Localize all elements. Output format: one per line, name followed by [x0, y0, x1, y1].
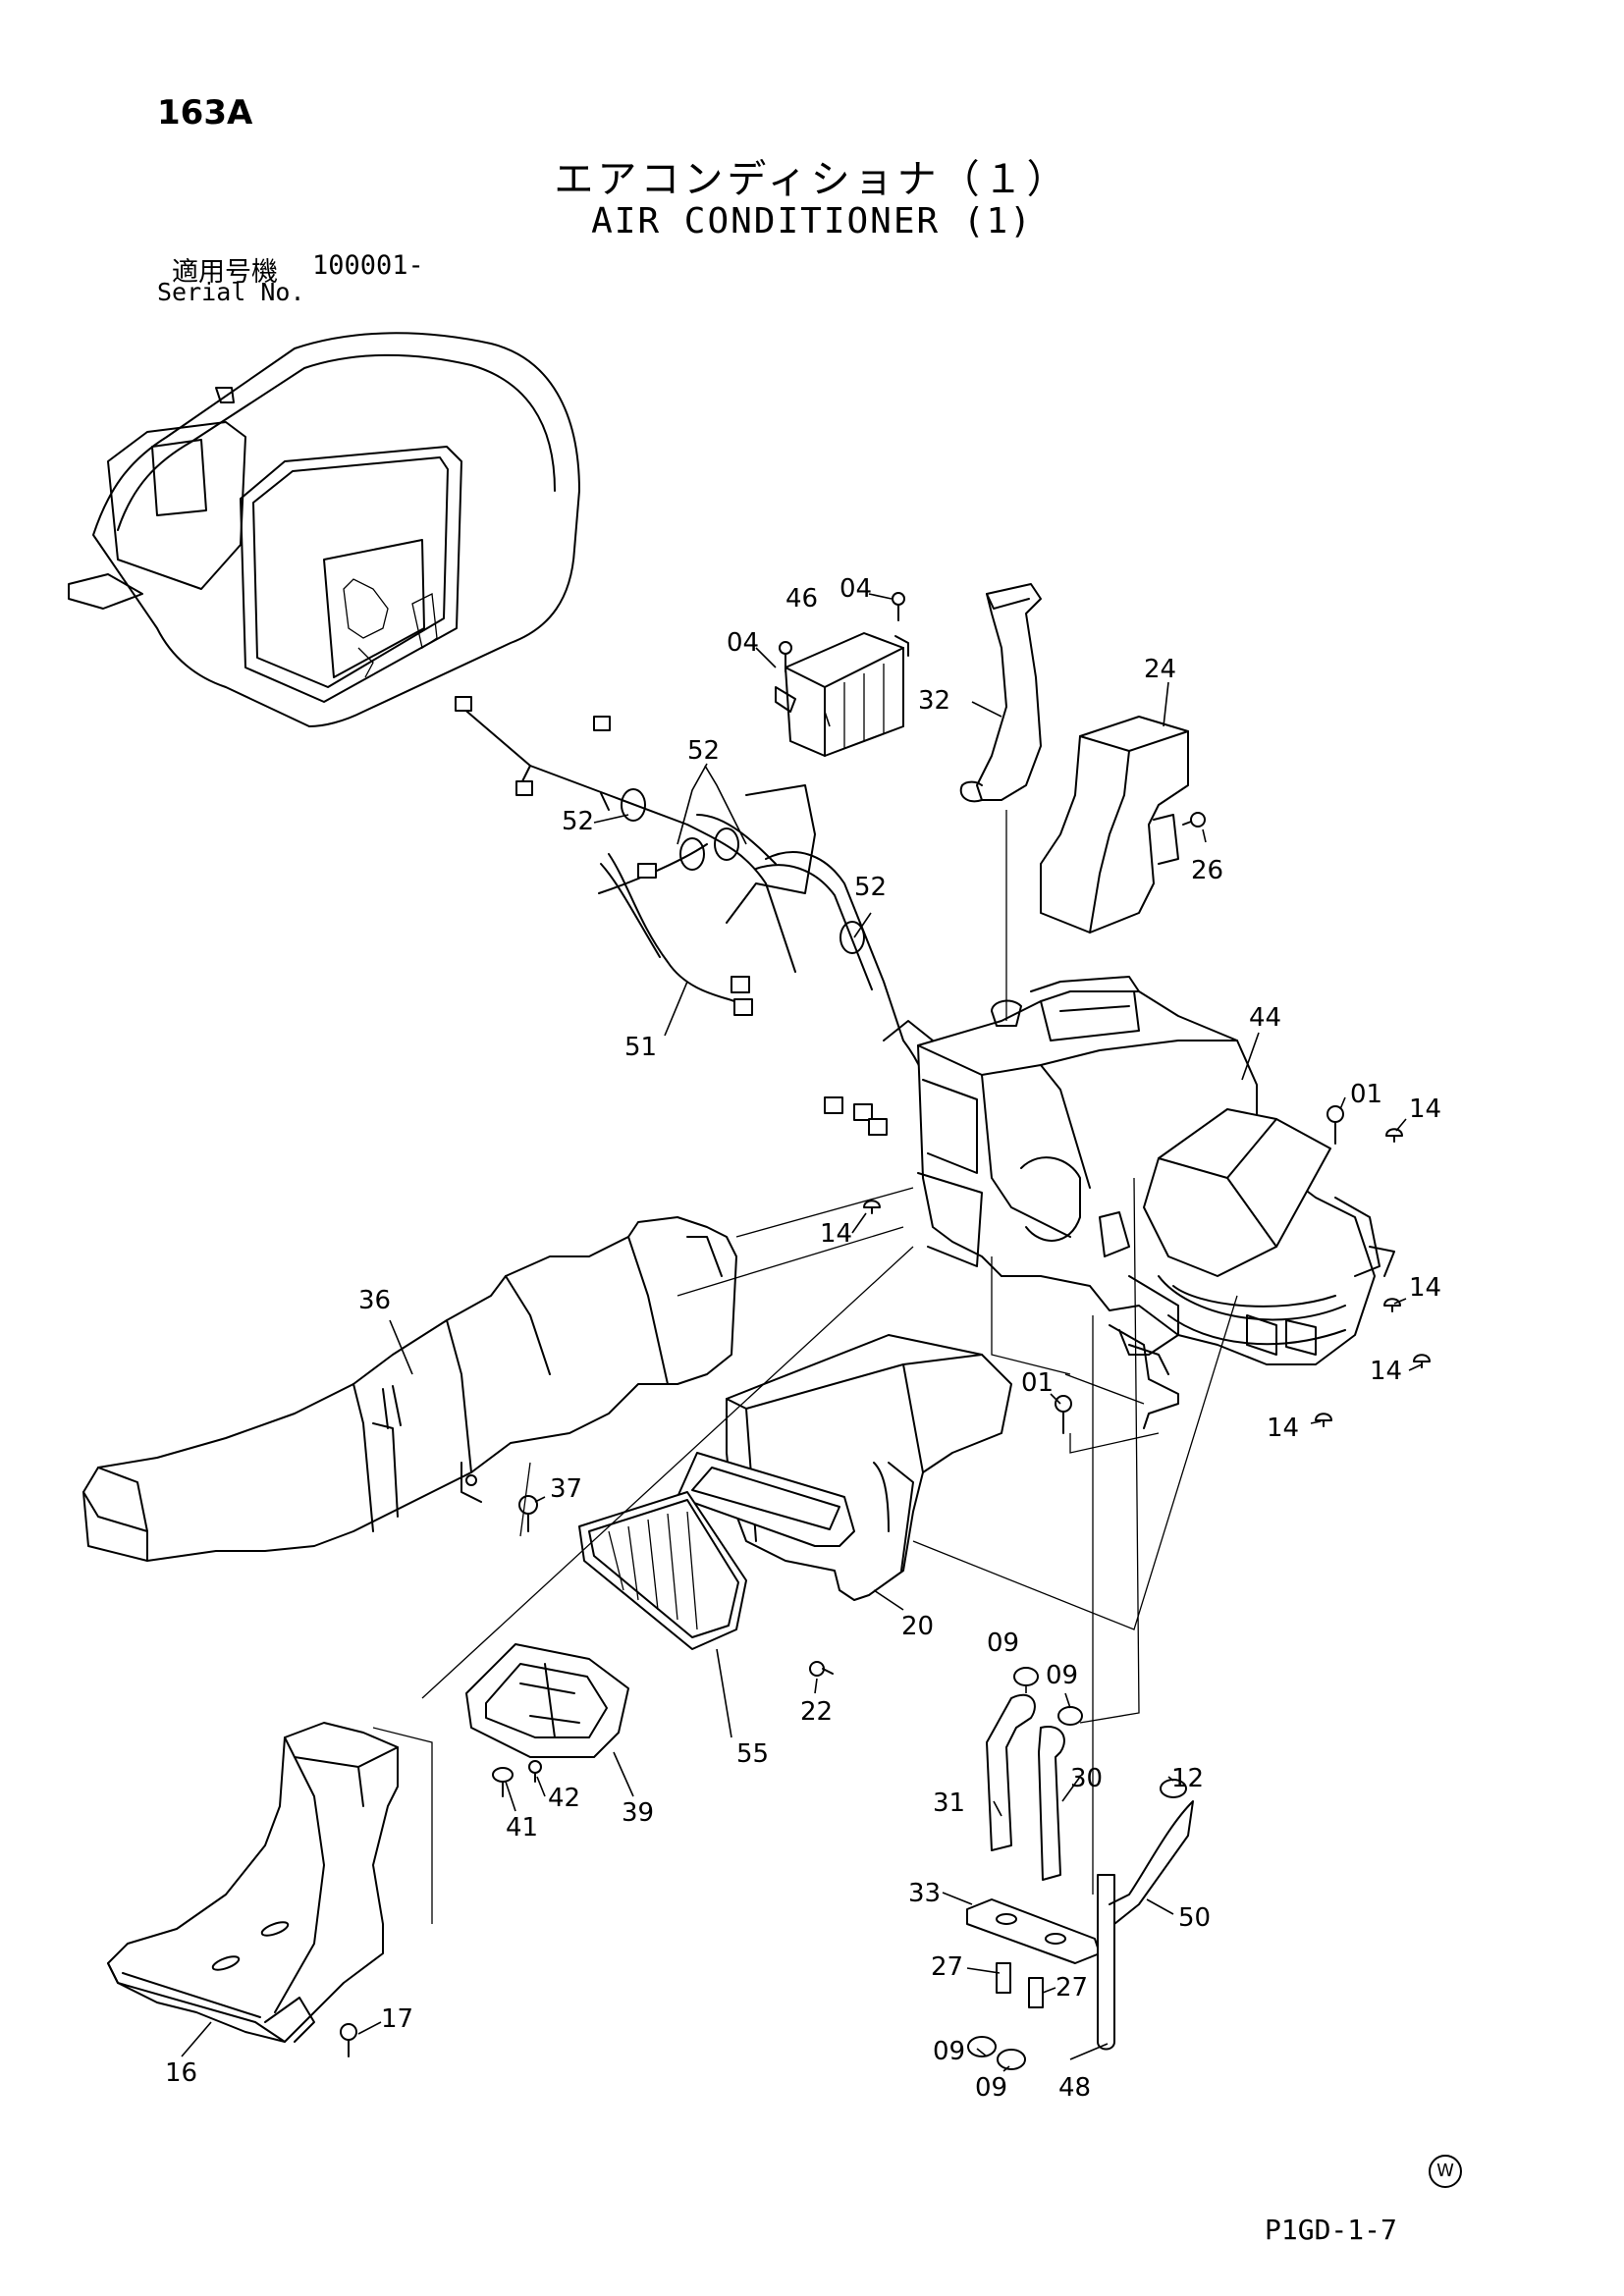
callout-44: 44	[1249, 1003, 1281, 1033]
callout-52: 52	[687, 736, 720, 766]
callout-09: 09	[987, 1629, 1019, 1658]
callout-32: 32	[918, 686, 950, 716]
callout-14: 14	[1370, 1357, 1402, 1386]
part-46-box	[775, 592, 909, 757]
callout-16: 16	[165, 2058, 197, 2088]
callout-51: 51	[624, 1033, 657, 1062]
page-number: 163A	[157, 93, 253, 133]
part-36-duct	[82, 1216, 737, 1562]
callout-27: 27	[1056, 1973, 1088, 2002]
small-fasteners	[340, 1495, 834, 2057]
callout-52: 52	[562, 807, 594, 836]
callout-55: 55	[736, 1739, 769, 1769]
callout-09: 09	[933, 2037, 965, 2066]
part-44-air-conditioner-unit	[917, 976, 1395, 1375]
part-32-duct	[959, 583, 1042, 803]
serial-label-english: Serial No.	[157, 278, 305, 306]
hoses-30-31	[967, 1667, 1083, 2070]
watermark-symbol: W	[1429, 2155, 1462, 2188]
callout-52: 52	[854, 873, 887, 902]
part-55-filter-panel	[578, 1491, 747, 1650]
callout-36: 36	[358, 1286, 391, 1315]
serial-label-japanese: 適用号機	[172, 257, 278, 288]
callout-27: 27	[931, 1952, 963, 1982]
reference-lines	[372, 810, 1238, 1924]
callout-42: 42	[548, 1784, 580, 1813]
callout-50: 50	[1178, 1903, 1211, 1933]
callout-09: 09	[1046, 1661, 1078, 1690]
callout-14: 14	[1409, 1273, 1441, 1303]
callout-04: 04	[727, 628, 759, 658]
callout-17: 17	[381, 2004, 413, 2034]
callout-01: 01	[1350, 1080, 1382, 1109]
machine-overview-illustration	[68, 332, 580, 727]
part-39-frame	[465, 1643, 629, 1758]
callout-20: 20	[901, 1612, 934, 1641]
callout-46: 46	[785, 584, 818, 614]
callout-14: 14	[1267, 1414, 1299, 1443]
callout-41: 41	[506, 1813, 538, 1842]
callout-48: 48	[1058, 2073, 1091, 2103]
bracket	[1109, 1324, 1179, 1429]
part-24-duct	[1040, 716, 1206, 934]
callout-14: 14	[820, 1219, 852, 1249]
callout-12: 12	[1171, 1764, 1204, 1793]
page-title-english: AIR CONDITIONER (1)	[591, 201, 1033, 241]
serial-number-value: 100001-	[312, 250, 424, 281]
callout-39: 39	[622, 1798, 654, 1828]
callout-24: 24	[1144, 655, 1176, 684]
callout-04: 04	[839, 574, 872, 604]
callout-37: 37	[550, 1474, 582, 1504]
callout-01: 01	[1021, 1368, 1054, 1398]
callout-31: 31	[933, 1789, 965, 1818]
part-16-lower-duct	[107, 1722, 399, 2043]
page-code: P1GD-1-7	[1265, 2214, 1397, 2246]
callout-14: 14	[1409, 1095, 1441, 1124]
callout-33: 33	[908, 1879, 941, 1908]
pipes-48-50	[1097, 1779, 1194, 2051]
page-title-japanese: エアコンディショナ（１）	[554, 157, 1070, 202]
fasteners-01-14	[863, 1105, 1431, 1434]
part-20-housing	[726, 1334, 1012, 1601]
callout-30: 30	[1070, 1764, 1103, 1793]
callout-leaders	[181, 593, 1423, 2072]
callout-09: 09	[975, 2073, 1007, 2103]
callout-26: 26	[1191, 856, 1223, 885]
callout-22: 22	[800, 1697, 833, 1727]
callout-labels: 04 04 46 32 24 26 52 52 52 51 44 01 14 1…	[165, 574, 1441, 2103]
